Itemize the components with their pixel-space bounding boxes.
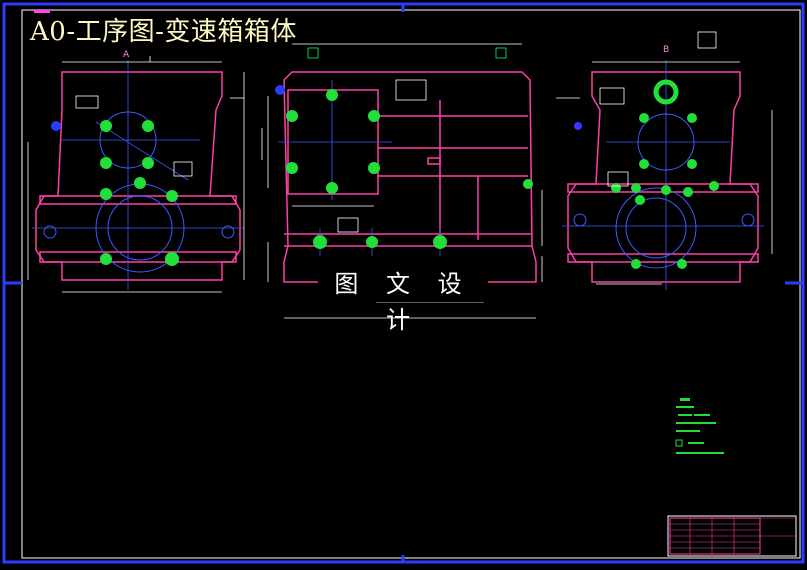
left-view-datum	[51, 121, 61, 131]
right-view-holes	[611, 79, 719, 269]
left-view-dimensions	[27, 56, 245, 293]
centering-marks	[4, 4, 803, 562]
sheet-tag	[34, 10, 50, 13]
title-block	[667, 515, 797, 557]
technical-notes	[675, 398, 724, 454]
watermark-banner: 图 文 设 计	[318, 266, 488, 334]
view-label-b: B	[663, 45, 670, 55]
left-view-centerlines	[32, 60, 244, 290]
center-view-holes	[286, 89, 533, 249]
center-view-centerlines	[278, 80, 441, 256]
drawing-title: A0-工序图-变速箱箱体	[30, 17, 297, 47]
right-view-outline	[567, 71, 759, 283]
right-view	[556, 31, 773, 290]
center-view-outline	[283, 71, 537, 283]
center-view-dimensions	[261, 43, 543, 319]
left-view-bores	[43, 111, 235, 273]
right-view-datum	[574, 122, 582, 130]
right-view-centerlines	[562, 60, 764, 290]
right-view-dimensions	[556, 31, 773, 285]
left-view	[27, 56, 245, 293]
left-view-outline	[35, 71, 241, 281]
center-view	[261, 43, 543, 319]
center-view-datum	[275, 85, 285, 95]
left-view-holes	[100, 120, 179, 266]
view-label-a: A	[123, 50, 130, 60]
